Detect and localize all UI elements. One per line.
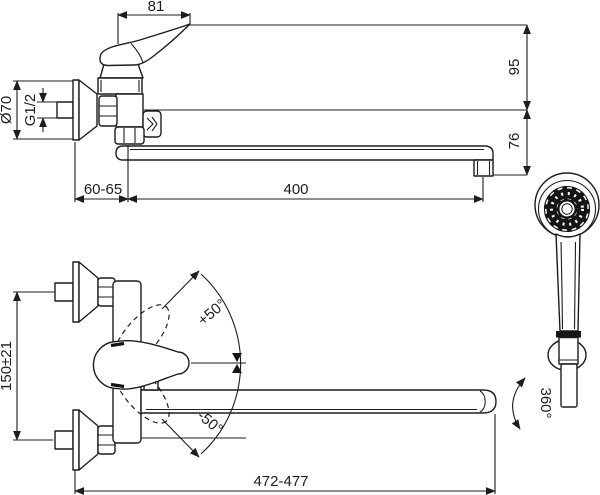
shower-handle-lower — [560, 363, 578, 408]
front-top-flange-cone — [78, 261, 99, 323]
dim-76-label: 76 — [506, 133, 523, 150]
dim-360: 360° — [511, 377, 554, 430]
side-spout — [115, 145, 494, 161]
dim-dia70-label: Ø70 — [0, 96, 15, 124]
front-view: +50° -50° 150±21 472-477 — [0, 261, 497, 495]
front-bottom-flange-cone — [78, 409, 99, 471]
front-lever — [92, 340, 190, 390]
dim-81-label: 81 — [148, 0, 165, 15]
dim-plus50-label: +50° — [195, 296, 230, 329]
dim-g12-label: G1/2 — [22, 94, 39, 127]
dim-g12: G1/2 — [22, 88, 57, 132]
side-view: 81 95 76 Ø70 G1/2 — [0, 0, 531, 203]
dim-472-477-label: 472-477 — [253, 473, 308, 490]
front-spout — [140, 389, 497, 414]
side-wall-nut — [98, 95, 118, 127]
dim-60-65: 60-65 — [74, 142, 129, 203]
front-bottom-flange-rim — [72, 409, 80, 471]
dim-76: 76 — [506, 109, 531, 176]
dim-150-label: 150±21 — [0, 341, 15, 391]
diverter-knob — [142, 110, 162, 138]
aerator — [473, 159, 494, 177]
side-lever — [99, 23, 191, 67]
side-flange-cone — [78, 79, 98, 141]
side-body — [115, 93, 144, 128]
dim-81: 81 — [117, 0, 191, 44]
shower-handle-band — [556, 331, 581, 338]
hand-shower: 360° — [511, 172, 600, 430]
front-bottom-inlet-square — [54, 430, 74, 450]
side-spout-nut — [114, 126, 145, 145]
side-inlet-square — [56, 101, 74, 119]
dim-472-477: 472-477 — [74, 414, 496, 495]
side-flange-rim — [72, 79, 80, 141]
dim-95-label: 95 — [506, 59, 523, 76]
dim-360-label: 360° — [537, 387, 554, 418]
front-top-inlet-square — [54, 282, 74, 302]
side-collar — [97, 77, 143, 95]
front-top-flange-rim — [72, 261, 80, 323]
dim-95: 95 — [506, 24, 531, 111]
shower-handle — [555, 233, 581, 332]
dim-400-label: 400 — [283, 181, 308, 198]
dim-60-65-label: 60-65 — [84, 181, 122, 198]
shower-nozzle-ring — [544, 186, 590, 232]
dim-150: 150±21 — [0, 291, 55, 441]
dim-dia70: Ø70 — [0, 80, 73, 140]
dim-400: 400 — [127, 177, 484, 203]
